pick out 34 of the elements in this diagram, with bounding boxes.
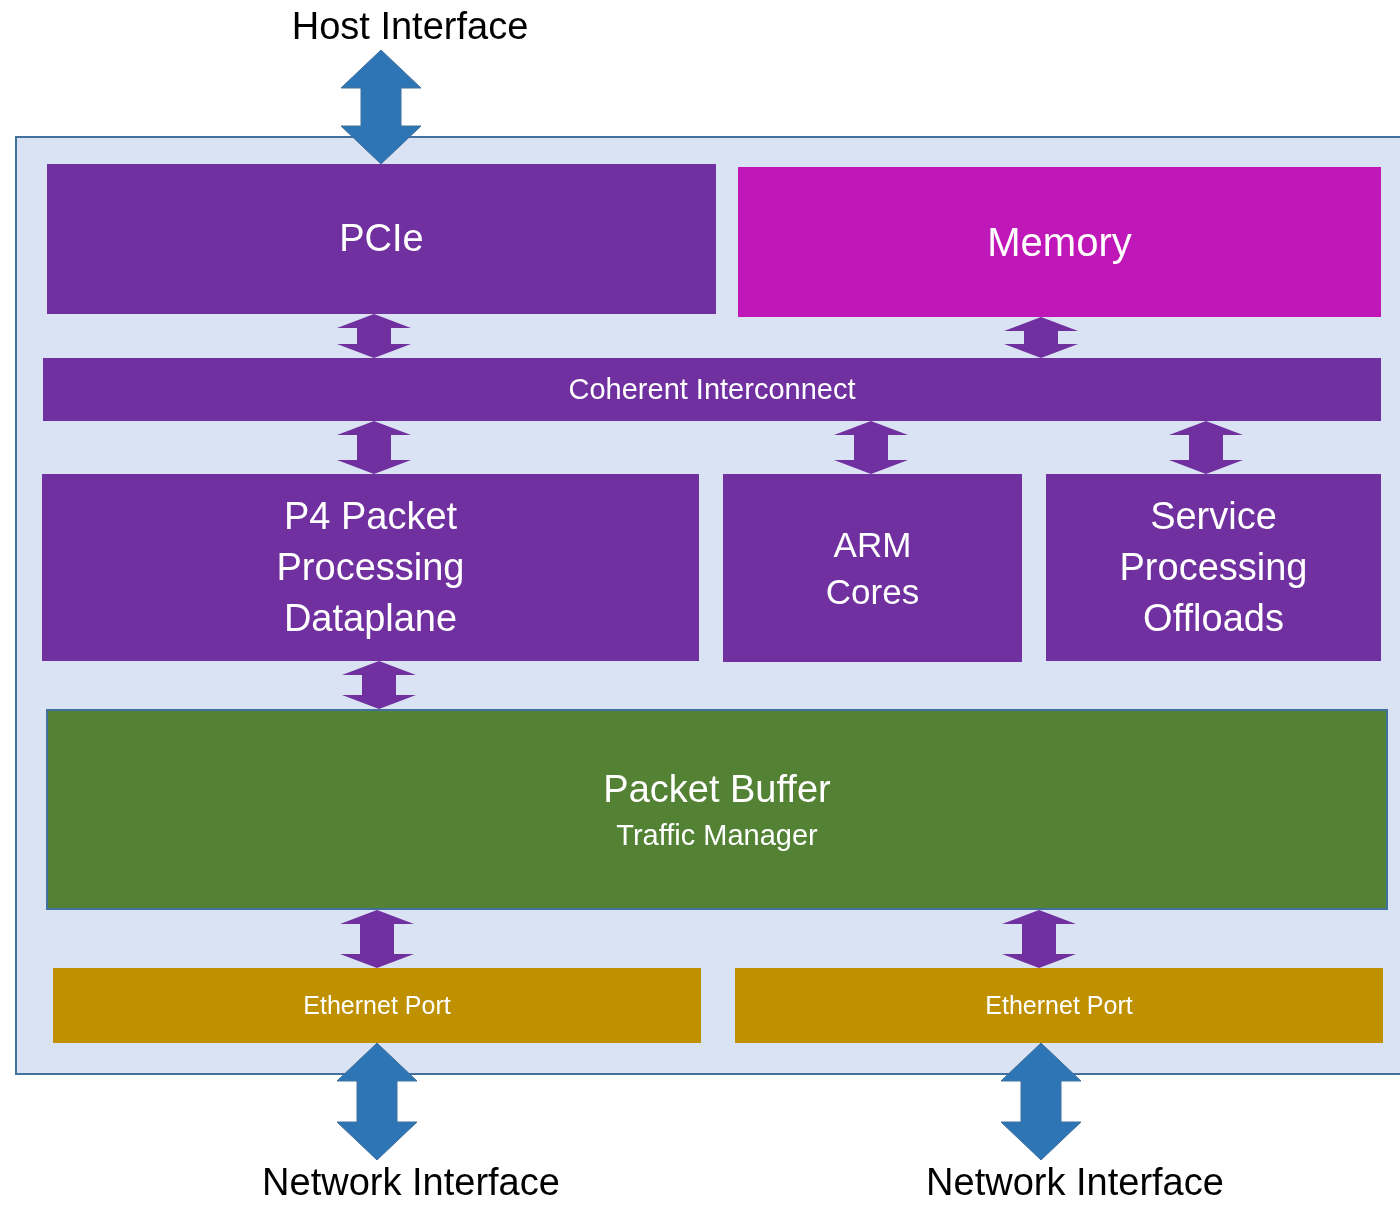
block-title: Service Processing Offloads <box>1118 493 1309 642</box>
block-title: Coherent Interconnect <box>568 371 856 407</box>
double-arrow <box>1169 421 1243 474</box>
block-title: Ethernet Port <box>303 989 451 1021</box>
block-title: Packet Buffer <box>603 767 831 813</box>
double-arrow <box>1002 910 1076 968</box>
port-block <box>53 968 701 1043</box>
double-arrow <box>834 421 908 474</box>
interface-label: Network Interface <box>880 1160 1270 1205</box>
block-subtitle: Traffic Manager <box>616 817 818 853</box>
component-block <box>723 474 1022 662</box>
block-title: P4 Packet Processing Dataplane <box>275 493 466 642</box>
chip-outline-box <box>15 136 1400 1075</box>
interface-label: Network Interface <box>216 1160 606 1205</box>
block-title: PCIe <box>339 216 424 262</box>
component-block <box>42 474 699 661</box>
double-arrow <box>337 314 411 358</box>
double-arrow <box>342 661 416 709</box>
component-block <box>1046 474 1381 661</box>
component-block <box>43 358 1381 421</box>
double-arrow <box>1004 317 1078 358</box>
interface-label: Host Interface <box>250 4 570 50</box>
block-title: ARM Cores <box>824 523 921 613</box>
buffer-block <box>46 709 1388 910</box>
component-block <box>738 167 1381 317</box>
block-title: Ethernet Port <box>985 989 1133 1021</box>
block-title: Memory <box>987 219 1132 266</box>
double-arrow <box>340 49 422 165</box>
double-arrow <box>336 1042 418 1161</box>
double-arrow <box>1000 1042 1082 1161</box>
component-block <box>47 164 716 314</box>
port-block <box>735 968 1383 1043</box>
double-arrow <box>337 421 411 474</box>
double-arrow <box>340 910 414 968</box>
